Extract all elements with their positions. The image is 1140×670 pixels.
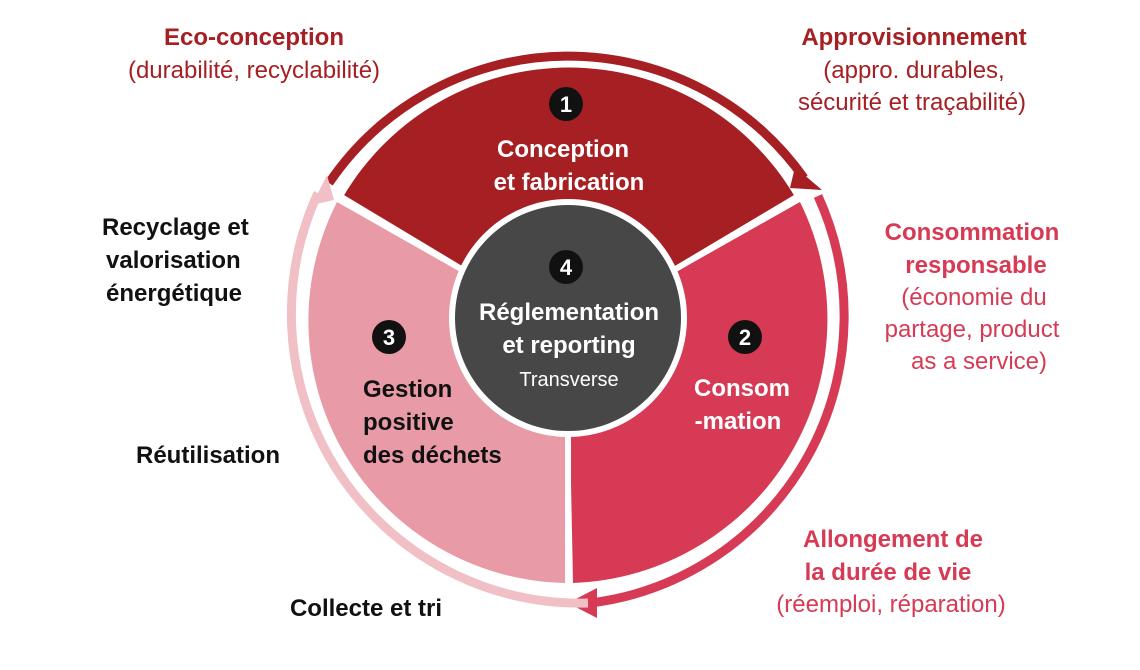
label-consommation-responsable: Consommation responsable (économie du pa… xyxy=(885,219,1060,375)
segment-3-line2: positive xyxy=(363,409,454,436)
arrow-eco-to-appro xyxy=(325,51,808,186)
segment-2-label: Consom -mation xyxy=(694,375,790,435)
segment-1-label: Conception et fabrication xyxy=(494,136,645,196)
outer-arrows xyxy=(286,51,849,618)
center-circle xyxy=(449,199,687,437)
badge-1: 1 xyxy=(549,87,583,121)
center-line3: Transverse xyxy=(519,369,618,391)
segment-1-line1: Conception xyxy=(497,136,629,163)
eco-title: Eco-conception xyxy=(164,24,344,51)
conso-detail2: partage, product xyxy=(885,316,1060,343)
appro-detail1: (appro. durables, xyxy=(823,57,1004,84)
allongement-detail: (réemploi, réparation) xyxy=(776,591,1005,618)
badge-3: 3 xyxy=(372,320,406,354)
arrow-head-appro xyxy=(790,167,822,190)
label-recyclage: Recyclage et valorisation énergétique xyxy=(102,214,249,307)
conso-detail1: (économie du xyxy=(901,284,1046,311)
segment-3-line1: Gestion xyxy=(363,376,452,403)
label-reutilisation: Réutilisation xyxy=(136,442,280,469)
arrow-head-eco xyxy=(312,175,334,205)
center-line2: et reporting xyxy=(502,332,635,359)
label-eco-conception: Eco-conception (durabilité, recyclabilit… xyxy=(128,24,380,84)
segment-3-line3: des déchets xyxy=(363,442,502,469)
reutilisation-title: Réutilisation xyxy=(136,442,280,469)
badge-2: 2 xyxy=(728,320,762,354)
conso-detail3: as a service) xyxy=(911,348,1047,375)
conso-title1: Consommation xyxy=(885,219,1060,246)
collecte-title: Collecte et tri xyxy=(290,595,442,622)
label-collecte: Collecte et tri xyxy=(290,595,442,622)
arrow-collecte-to-eco xyxy=(286,191,589,608)
allongement-title2: la durée de vie xyxy=(805,559,972,586)
recyclage-title2: valorisation xyxy=(106,247,241,274)
segment-2-line1: Consom xyxy=(694,375,790,402)
badge-4-number: 4 xyxy=(560,255,573,280)
arrow-appro-to-collecte xyxy=(589,194,849,608)
badge-1-number: 1 xyxy=(560,92,572,117)
segment-2-line2: -mation xyxy=(695,408,782,435)
badge-2-number: 2 xyxy=(739,325,751,350)
label-approvisionnement: Approvisionnement (appro. durables, sécu… xyxy=(798,24,1027,116)
recyclage-title3: énergétique xyxy=(106,280,242,307)
segment-1-line2: et fabrication xyxy=(494,169,645,196)
badge-4: 4 xyxy=(549,250,583,284)
eco-detail: (durabilité, recyclabilité) xyxy=(128,57,380,84)
center-label: Réglementation et reporting Transverse xyxy=(479,299,659,391)
recyclage-title1: Recyclage et xyxy=(102,214,249,241)
appro-title: Approvisionnement xyxy=(801,24,1026,51)
badge-3-number: 3 xyxy=(383,325,395,350)
appro-detail2: sécurité et traçabilité) xyxy=(798,89,1026,116)
center-line1: Réglementation xyxy=(479,299,659,326)
segment-3-label: Gestion positive des déchets xyxy=(363,376,502,469)
allongement-title1: Allongement de xyxy=(803,526,983,553)
label-allongement: Allongement de la durée de vie (réemploi… xyxy=(776,526,1005,618)
conso-title2: responsable xyxy=(905,252,1046,279)
